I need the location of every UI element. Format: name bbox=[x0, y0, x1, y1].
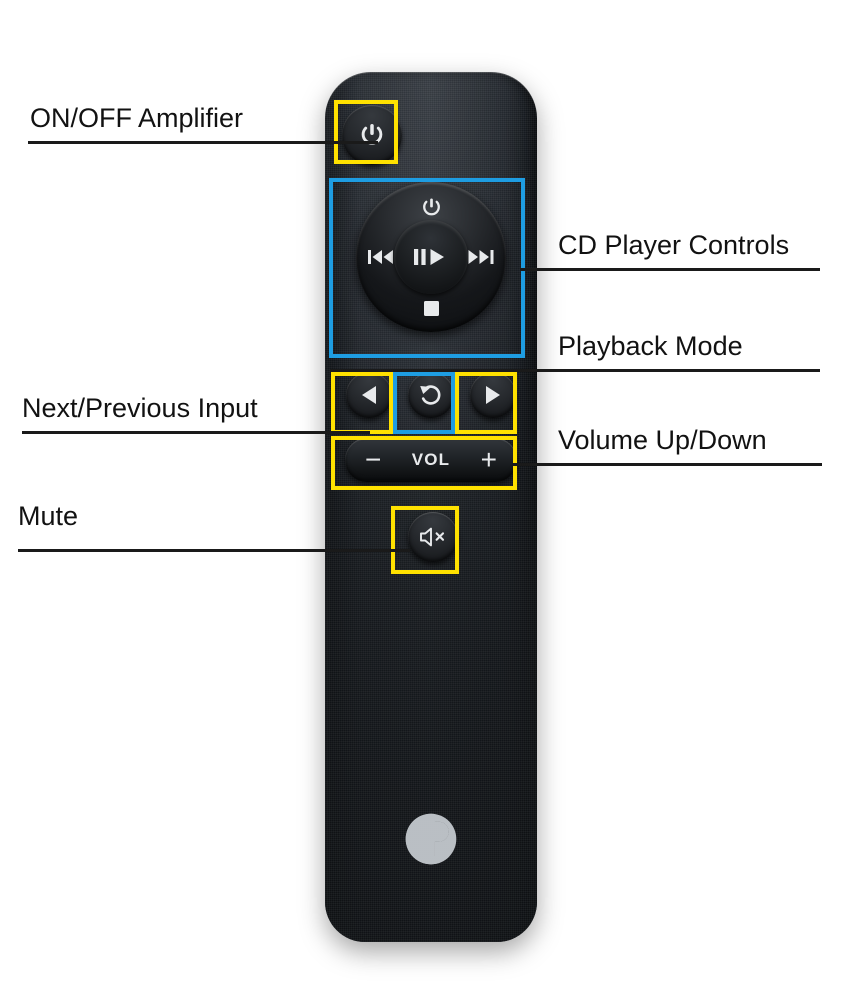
next-input-button[interactable] bbox=[470, 372, 516, 418]
callout-label-cd-player-controls: CD Player Controls bbox=[558, 230, 790, 260]
volume-up-button[interactable]: + bbox=[480, 444, 497, 475]
callout-label-playback-mode: Playback Mode bbox=[558, 331, 743, 361]
previous-input-button[interactable] bbox=[346, 372, 392, 418]
leader-line-mute bbox=[18, 549, 410, 552]
triangle-right-icon bbox=[486, 386, 500, 404]
leader-line-on-off-amplifier bbox=[28, 141, 378, 144]
stop-button[interactable] bbox=[356, 301, 506, 316]
speaker-mute-icon bbox=[420, 527, 445, 547]
callout-label-next-previous-input: Next/Previous Input bbox=[22, 393, 258, 423]
leader-line-volume-up-down bbox=[512, 463, 822, 466]
power-button[interactable] bbox=[342, 105, 402, 165]
callout-label-mute: Mute bbox=[18, 501, 79, 531]
stop-icon bbox=[423, 301, 439, 316]
play-pause-icon bbox=[414, 249, 444, 265]
callout-label-volume-up-down: Volume Up/Down bbox=[558, 425, 767, 455]
play-pause-button[interactable] bbox=[394, 220, 468, 294]
highlight-box-previous-input bbox=[331, 372, 393, 434]
volume-label: VOL bbox=[411, 450, 451, 469]
brand-logo bbox=[405, 813, 457, 865]
leader-line-playback-mode bbox=[330, 369, 820, 372]
playback-mode-button[interactable] bbox=[408, 372, 454, 418]
highlight-box-on-off-amplifier bbox=[334, 100, 398, 164]
leader-line-cd-player-controls bbox=[520, 268, 820, 271]
power-icon bbox=[422, 198, 440, 216]
cd-power-button[interactable] bbox=[356, 196, 506, 219]
loop-arrow-icon bbox=[420, 385, 441, 405]
next-track-button[interactable] bbox=[466, 182, 496, 332]
highlight-box-volume bbox=[331, 436, 517, 490]
previous-track-icon bbox=[368, 250, 393, 264]
mute-button[interactable] bbox=[408, 512, 458, 562]
highlight-box-playback-mode bbox=[393, 372, 455, 434]
previous-track-button[interactable] bbox=[366, 182, 396, 332]
remote-control-body: − VOL + bbox=[325, 72, 537, 942]
next-track-icon bbox=[468, 250, 494, 264]
callout-label-on-off-amplifier: ON/OFF Amplifier bbox=[30, 103, 244, 133]
triangle-left-icon bbox=[362, 386, 376, 404]
leader-line-next-previous-input bbox=[22, 431, 370, 434]
volume-rocker[interactable]: − VOL + bbox=[345, 438, 517, 482]
highlight-box-next-input bbox=[455, 372, 517, 434]
highlight-box-cd-player-controls bbox=[329, 178, 525, 358]
cd-control-ring[interactable] bbox=[356, 182, 506, 332]
volume-down-button[interactable]: − bbox=[365, 444, 382, 475]
highlight-box-mute bbox=[391, 506, 459, 574]
